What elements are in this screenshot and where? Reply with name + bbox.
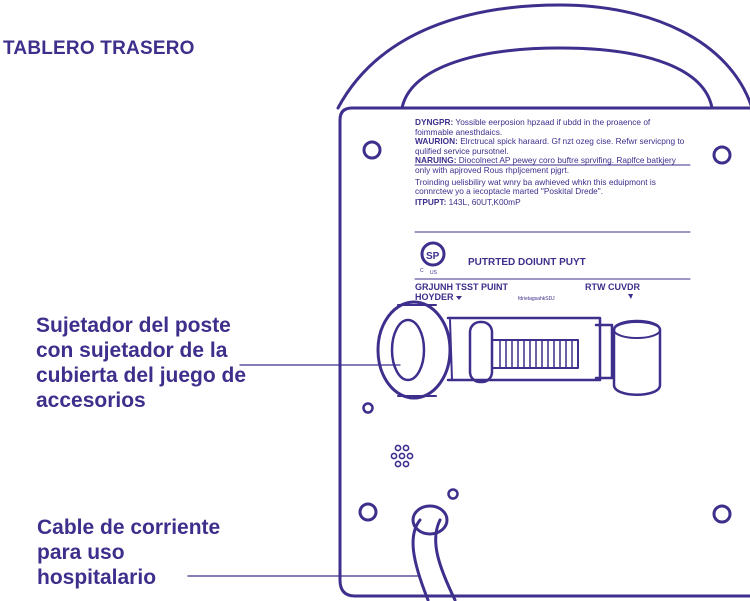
device-body (338, 106, 750, 598)
cert-us-mark: US (430, 270, 437, 276)
clamp-knob-ridges (397, 304, 453, 397)
screw-hole-bottom-right (712, 504, 732, 524)
screw-hole-bottom-left (358, 502, 378, 522)
power-cord (411, 518, 430, 601)
small-hole-cord (447, 488, 459, 500)
screw-hole-top-right (712, 145, 732, 165)
warning-label-panel: DYNGPR: Yossible eerposion hpzaad if ubd… (415, 117, 690, 207)
pole-holder (612, 319, 662, 396)
input-label: ITPUPT: (415, 196, 447, 207)
screw-hole-top-left (362, 140, 382, 160)
warning-label: WAURION: (415, 136, 458, 147)
warning2-label: NARUING: (415, 155, 457, 166)
pole-clamp-callout: Sujetador del poste con sujetador de la … (36, 314, 247, 412)
tiny-label: fdrietagsahkSDJ (518, 296, 555, 302)
small-hole-left (362, 402, 374, 414)
power-cord-callout: Cable de corriente para uso hospitalario (37, 516, 221, 589)
cord-strain-relief (411, 504, 449, 536)
ground-test-point-label: GRJUNH TSST PUINT (415, 282, 509, 292)
clamp-knob-inner (390, 318, 426, 382)
clamp-post-left (468, 320, 494, 384)
danger-text: Yossible eerposion hpzaad if ubdd in the… (415, 117, 651, 137)
holder-label: HOYDER (415, 292, 454, 302)
handle-outer (336, 3, 750, 110)
speaker-grille (390, 444, 414, 468)
svg-text:SP: SP (426, 251, 440, 262)
danger-label: DYNGPR: (415, 117, 454, 127)
csa-logo (420, 241, 446, 267)
clamp-frame (446, 316, 602, 382)
clamp-jaw (594, 323, 614, 380)
clamp-screw-threads (499, 339, 573, 369)
handle-inner (400, 46, 714, 110)
grounding-note: Troinding uelisbiliry wat wnry ba awhiev… (415, 176, 656, 197)
page-title: TABLERO TRASERO (3, 38, 195, 59)
cert-c-mark: C (420, 268, 424, 274)
clamp-knob-outer (376, 300, 452, 400)
cover-label: RTW CUVDR (585, 282, 640, 292)
warning2-text: Diocolnect AP pewey coro buftre sprvifin… (415, 155, 676, 175)
clamp-screw (491, 339, 579, 369)
warning-text: Elrctrucal spick haraard. Gf nzt ozeg ci… (415, 136, 685, 156)
certification-text: PUTRTED DOIUNT PUYT (468, 257, 586, 268)
input-text: 143L, 60UT,K00mP (448, 196, 521, 207)
